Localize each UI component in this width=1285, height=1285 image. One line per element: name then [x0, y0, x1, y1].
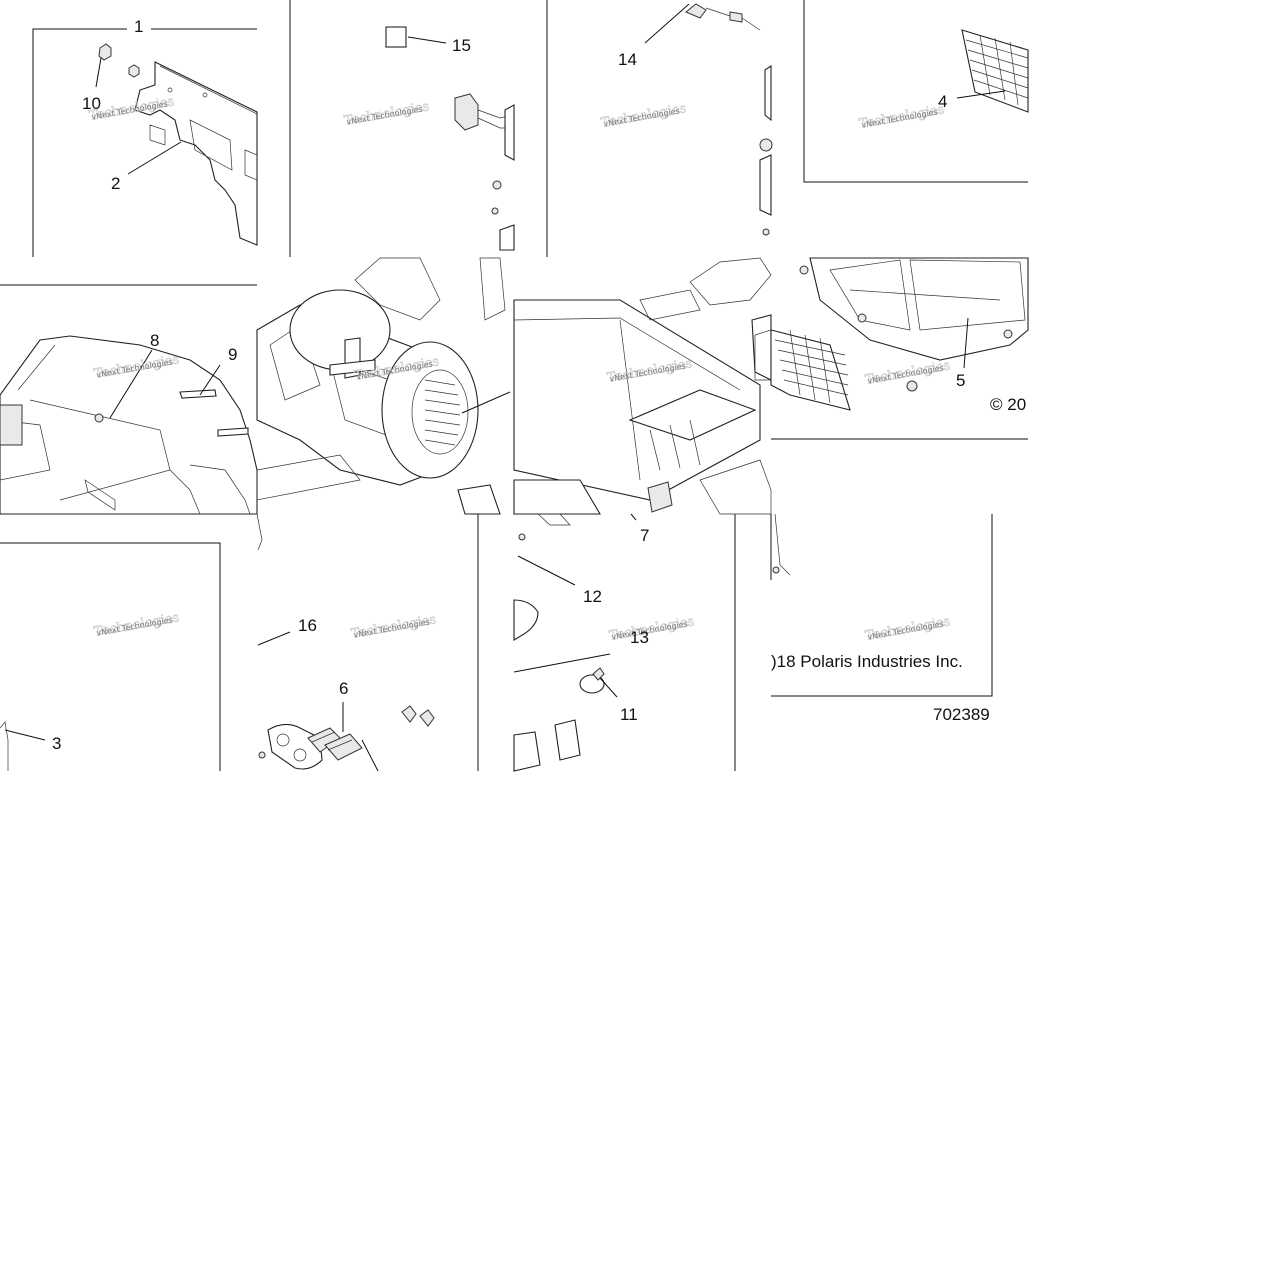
callout-9: 9 — [228, 345, 237, 364]
copyright-notice: )18 Polaris Industries Inc. — [771, 652, 963, 671]
housing-part-5 — [754, 257, 1029, 411]
callout-16: 16 — [298, 616, 317, 635]
callout-7: 7 — [640, 526, 649, 545]
pin-part-14 — [685, 3, 773, 236]
blower-assembly — [256, 257, 506, 515]
callout-3: 3 — [52, 734, 61, 753]
callout-1: 1 — [134, 17, 143, 36]
callout-4: 4 — [938, 92, 947, 111]
clip-part-10 — [98, 43, 140, 78]
heater-housing — [0, 335, 258, 515]
leader-lines — [4, 3, 1006, 772]
callout-labels: 1 2 3 4 5 6 7 8 9 10 11 12 13 14 15 16 — [52, 17, 965, 753]
callout-6: 6 — [339, 679, 348, 698]
part-fragment-row3 — [772, 513, 791, 576]
callout-5: 5 — [956, 371, 965, 390]
title-block: © 20 )18 Polaris Industries Inc. 702389 — [771, 395, 1026, 724]
callout-11: 11 — [620, 705, 638, 724]
fittings-part-6 — [256, 513, 435, 770]
callout-12: 12 — [583, 587, 602, 606]
callout-15: 15 — [452, 36, 471, 55]
callout-10: 10 — [82, 94, 101, 113]
bracket-part-2 — [134, 61, 258, 246]
grille-part-4 — [961, 29, 1029, 113]
heater-core-part-7 — [513, 257, 772, 515]
copyright-fragment-top: © 20 — [990, 395, 1026, 414]
callout-2: 2 — [111, 174, 120, 193]
part-3-fragment — [0, 721, 9, 771]
frame-lines — [0, 0, 1028, 771]
clamps-part-11 — [513, 513, 605, 772]
connector-part-15 — [385, 26, 515, 251]
callout-8: 8 — [150, 331, 159, 350]
drawing-number: 702389 — [933, 705, 990, 724]
callout-14: 14 — [618, 50, 637, 69]
callout-13: 13 — [630, 628, 649, 647]
